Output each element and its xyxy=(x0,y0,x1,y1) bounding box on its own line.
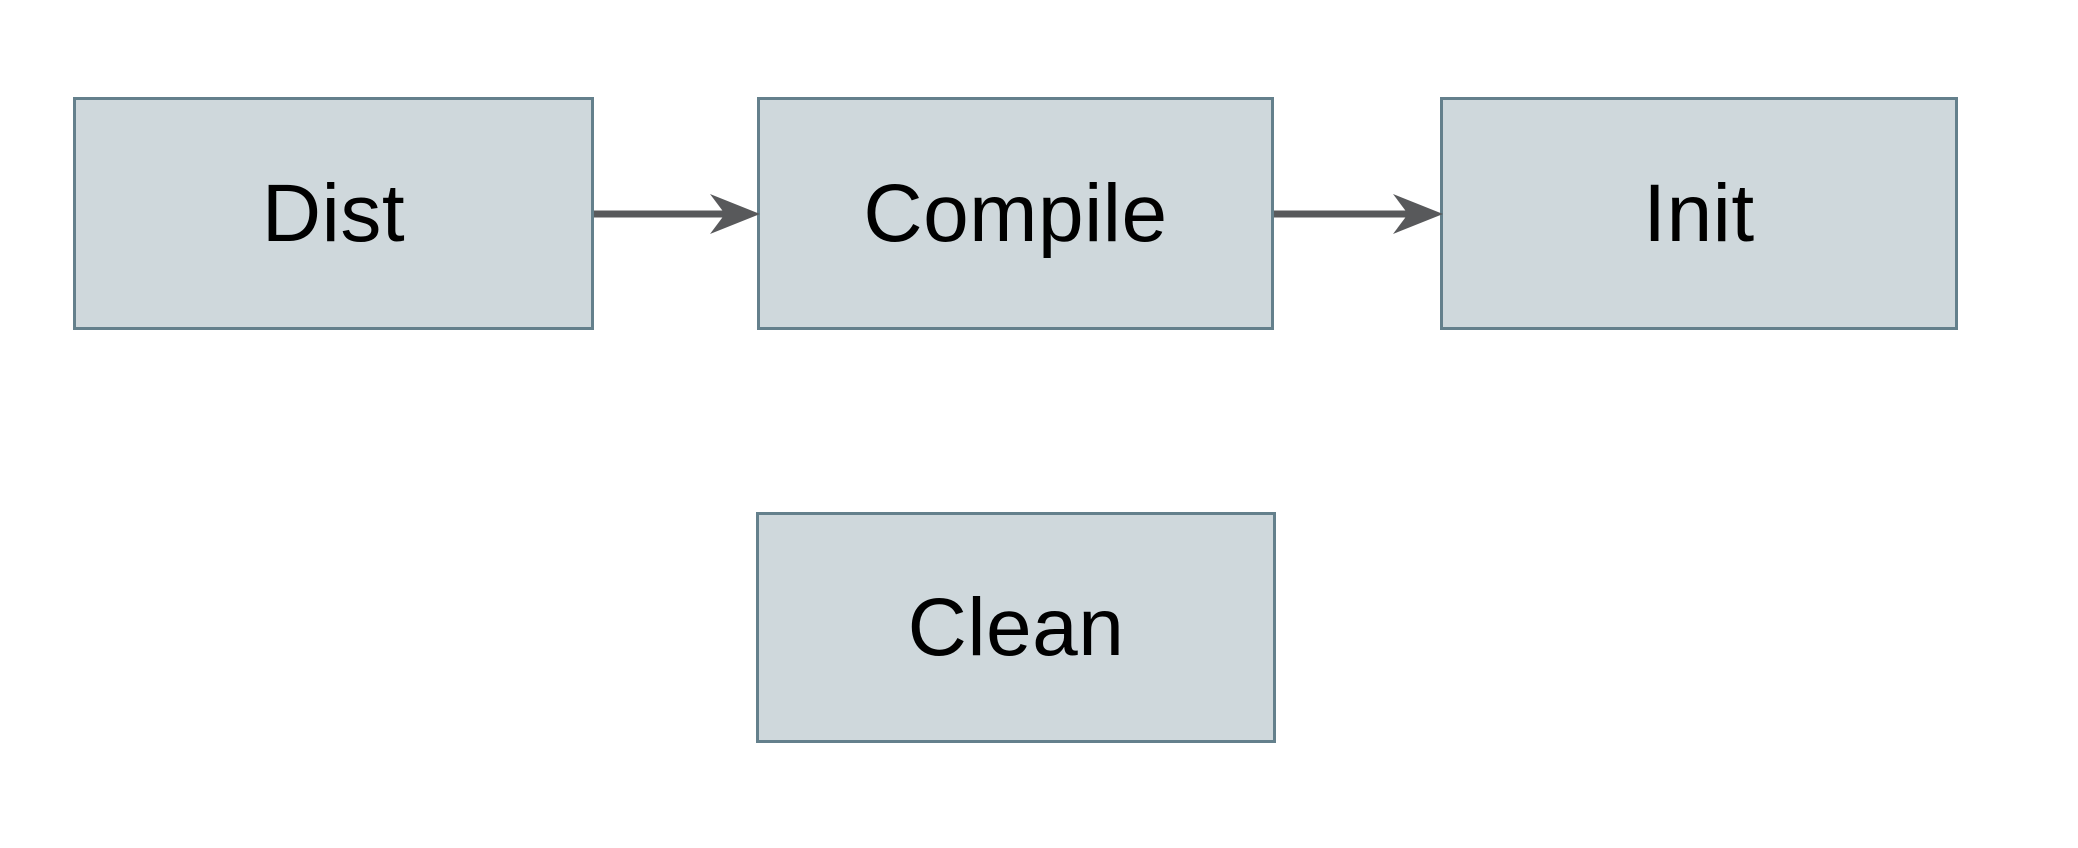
node-clean: Clean xyxy=(756,512,1276,743)
node-dist: Dist xyxy=(73,97,594,330)
node-compile-label: Compile xyxy=(863,167,1168,259)
arrow-dist-to-compile-icon xyxy=(594,194,760,234)
arrow-compile-to-init-icon xyxy=(1274,194,1443,234)
node-clean-label: Clean xyxy=(907,581,1125,673)
node-compile: Compile xyxy=(757,97,1274,330)
node-init: Init xyxy=(1440,97,1958,330)
node-dist-label: Dist xyxy=(261,167,406,259)
node-init-label: Init xyxy=(1643,167,1755,259)
